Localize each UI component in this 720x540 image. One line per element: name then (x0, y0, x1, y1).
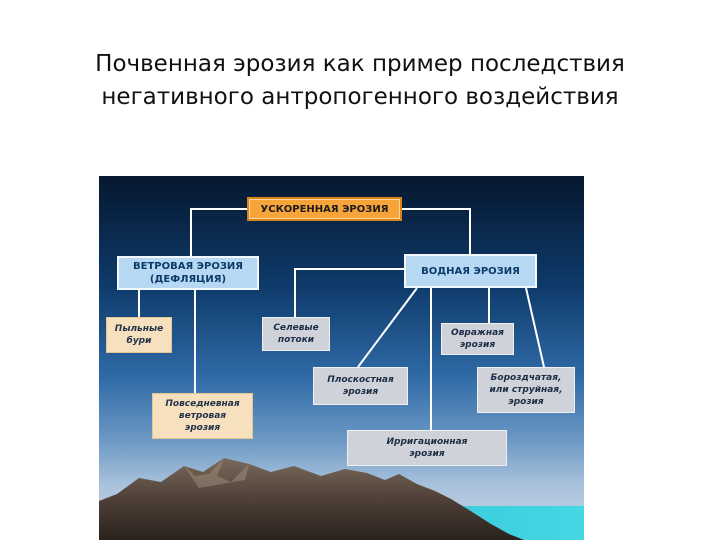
node-water-erosion-label: ВОДНАЯ ЭРОЗИЯ (421, 265, 520, 277)
connector-water-sheet (357, 287, 418, 368)
node-rill-erosion: Бороздчатая, или струйная, эрозия (477, 367, 575, 413)
node-wind-erosion-label: ВЕТРОВАЯ ЭРОЗИЯ (ДЕФЛЯЦИЯ) (133, 261, 243, 285)
node-dust-storms: Пыльные бури (106, 317, 172, 353)
node-daily-wind-erosion-label: Повседневная ветровая эрозия (165, 399, 240, 433)
connector-lines (138, 208, 545, 430)
node-gully-erosion-label: Овражная эрозия (451, 328, 504, 350)
diagram-panel: УСКОРЕННАЯ ЭРОЗИЯ ВЕТРОВАЯ ЭРОЗИЯ (ДЕФЛЯ… (99, 176, 584, 540)
mountain-range (99, 458, 524, 540)
node-dust-storms-label: Пыльные бури (114, 324, 164, 346)
node-water-erosion: ВОДНАЯ ЭРОЗИЯ (404, 254, 537, 288)
node-irrigation-erosion: Ирригационная эрозия (347, 430, 507, 466)
title-line-2: негативного антропогенного воздействия (101, 84, 619, 110)
node-accelerated-erosion: УСКОРЕННАЯ ЭРОЗИЯ (247, 197, 402, 221)
node-mudflows: Селевые потоки (262, 317, 330, 351)
slide-title: Почвенная эрозия как пример последствия … (40, 48, 680, 114)
node-daily-wind-erosion: Повседневная ветровая эрозия (152, 393, 253, 439)
title-line-1: Почвенная эрозия как пример последствия (95, 51, 625, 77)
connector-root-water (402, 208, 471, 256)
node-mudflows-label: Селевые потоки (273, 323, 319, 345)
node-accelerated-erosion-label: УСКОРЕННАЯ ЭРОЗИЯ (260, 203, 389, 215)
mountain-highlight (184, 458, 249, 488)
node-sheet-erosion: Плоскостная эрозия (313, 367, 408, 405)
node-gully-erosion: Овражная эрозия (441, 323, 514, 355)
diagram-background (99, 208, 584, 540)
node-rill-erosion-label: Бороздчатая, или струйная, эрозия (489, 373, 563, 407)
node-irrigation-erosion-label: Ирригационная эрозия (386, 437, 468, 459)
node-wind-erosion: ВЕТРОВАЯ ЭРОЗИЯ (ДЕФЛЯЦИЯ) (117, 256, 259, 290)
node-sheet-erosion-label: Плоскостная эрозия (327, 375, 394, 397)
connector-root-wind (190, 208, 247, 258)
connector-water-rill (525, 287, 545, 368)
connector-water-mudflows (294, 268, 404, 317)
